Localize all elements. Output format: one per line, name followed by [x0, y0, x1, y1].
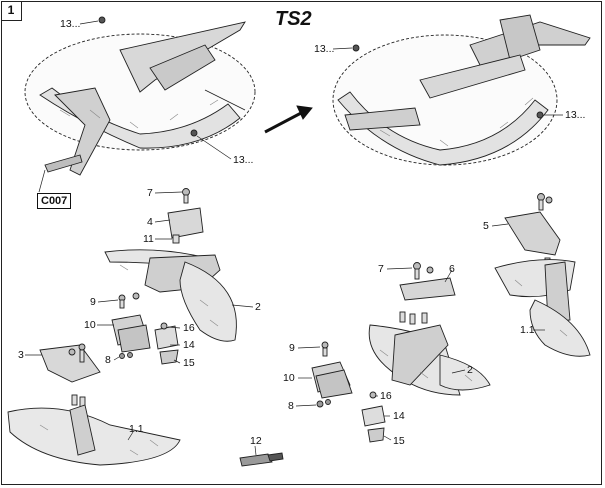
callout-14-left: 14 — [183, 339, 195, 351]
callout-16-right: 16 — [380, 390, 392, 402]
callout-11: 11 — [143, 233, 154, 245]
callout-5: 5 — [483, 220, 489, 232]
callout-9-right: 9 — [289, 342, 295, 354]
disc-assembly-top-right — [332, 14, 591, 166]
callout-15-right: 15 — [393, 435, 405, 447]
page-number: 1 — [1, 1, 22, 21]
callout-13-bottom-left: 13... — [233, 154, 254, 166]
callout-1-1-left: 1.1 — [129, 423, 144, 435]
callout-10-left: 10 — [84, 319, 96, 331]
callout-2-left: 2 — [255, 301, 261, 313]
diagram-title: TS2 — [275, 8, 312, 30]
callout-15-left: 15 — [183, 357, 195, 369]
callout-6: 6 — [449, 263, 455, 275]
exploded-view-left — [7, 188, 237, 466]
disc-assembly-top-left — [24, 16, 256, 176]
callout-12: 12 — [250, 435, 262, 447]
callout-13-right: 13... — [565, 109, 586, 121]
callout-8-right: 8 — [288, 400, 294, 412]
callout-7-right: 7 — [378, 263, 384, 275]
callout-3: 3 — [18, 349, 24, 361]
variant-code-label: C007 — [37, 193, 72, 209]
callout-4: 4 — [147, 216, 153, 228]
callout-8-left: 8 — [105, 354, 111, 366]
callout-7-left: 7 — [147, 187, 153, 199]
callout-2-right: 2 — [467, 364, 473, 376]
exploded-view-right — [311, 193, 591, 443]
callout-14-right: 14 — [393, 410, 405, 422]
callout-13-top-right: 13... — [314, 43, 335, 55]
callout-16-left: 16 — [183, 322, 195, 334]
callout-1-1-right: 1.1 — [520, 324, 535, 336]
callout-9-left: 9 — [90, 296, 96, 308]
grease-tube-part — [239, 452, 284, 467]
leader-lines — [25, 20, 563, 456]
callout-13-top-left: 13... — [60, 18, 81, 30]
callout-10-right: 10 — [283, 372, 295, 384]
